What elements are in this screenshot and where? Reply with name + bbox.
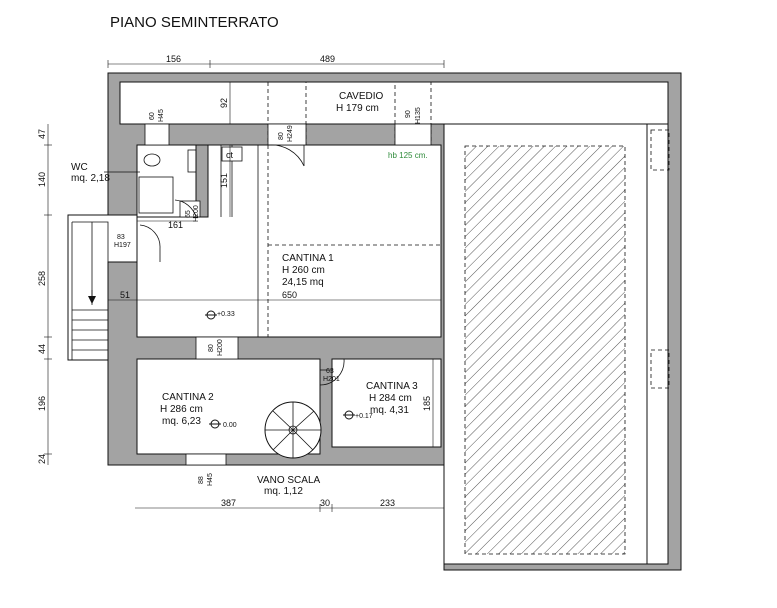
dim-bottom-a: 387 [221, 498, 236, 508]
door-1-arc [267, 144, 305, 167]
dim-bottom-c: 233 [380, 498, 395, 508]
ct-label: ct [226, 150, 234, 160]
wc-area: mq. 2,18 [71, 173, 110, 184]
wc-name: WC [71, 162, 88, 173]
hb-label: hb 125 cm. [388, 151, 428, 160]
dim-inner-151: 151 [219, 173, 229, 188]
cavedio-name: CAVEDIO [339, 91, 383, 102]
opening-d2h: H200 [193, 205, 200, 222]
level-marker-2 [209, 419, 221, 429]
window-3 [185, 453, 227, 466]
vano-scala-name: VANO SCALA [257, 475, 320, 486]
dim-left-c: 258 [37, 271, 47, 286]
right-gap [646, 123, 669, 565]
cantina3-name: CANTINA 3 [366, 381, 418, 392]
dim-top-b: 489 [320, 54, 335, 64]
level-label-3: +0.17 [355, 413, 373, 420]
cantina3-height: H 284 cm [369, 393, 412, 404]
level-marker-1 [205, 310, 217, 320]
opening-w3: 88 [198, 476, 205, 484]
cantina1-area: 24,15 mq [282, 277, 324, 288]
dim-top-a: 156 [166, 54, 181, 64]
dim-left-a: 47 [37, 129, 47, 139]
shower [138, 176, 174, 214]
cantina2-area: mq. 6,23 [162, 416, 201, 427]
cavedio-height: H 179 cm [336, 103, 379, 114]
opening-w2: 90 [405, 110, 412, 118]
opening-d1: 80 [278, 132, 285, 140]
dimension-lines [44, 60, 445, 512]
opening-w2h: H135 [415, 107, 422, 124]
opening-d5: 63 [326, 368, 334, 375]
dim-left-b: 140 [37, 172, 47, 187]
dim-inner-650: 650 [282, 290, 297, 300]
vano-scala-area: mq. 1,12 [264, 486, 303, 497]
dim-inner-161: 161 [168, 220, 183, 230]
opening-w3h: H45 [207, 473, 214, 486]
level-label-1: +0.33 [217, 311, 235, 318]
cavedio-room [119, 81, 669, 125]
opening-d2: 65 [185, 210, 192, 218]
stair-outline [72, 221, 138, 263]
stair-arc [139, 224, 161, 262]
cantina3-area: mq. 4,31 [370, 405, 409, 416]
door-1 [267, 123, 307, 146]
dim-inner-92: 92 [219, 98, 229, 108]
wc-wall [195, 144, 209, 218]
door-2 [195, 336, 239, 360]
cantina1-height: H 260 cm [282, 265, 325, 276]
dim-left-e: 196 [37, 396, 47, 411]
ct-box [221, 146, 243, 162]
opening-w1h: H45 [158, 109, 165, 122]
opening-d1h: H249 [287, 125, 294, 142]
dim-left-d: 44 [37, 344, 47, 354]
window-2 [394, 123, 432, 146]
wc-door-arc [174, 199, 197, 218]
stair-arrow-head [88, 296, 96, 304]
opening-d3: 83 [117, 234, 125, 241]
opening-w1: 60 [149, 112, 156, 120]
door-3-arc [319, 358, 345, 386]
toilet-icon [143, 153, 161, 167]
dim-inner-185: 185 [422, 396, 432, 411]
right-window-top [650, 129, 670, 171]
right-window-bottom [650, 349, 670, 389]
spiral-steps [265, 402, 321, 458]
dim-left-f: 24 [37, 454, 47, 464]
level-label-2: 0.00 [223, 422, 237, 429]
cantina1-name: CANTINA 1 [282, 253, 334, 264]
window-1 [144, 123, 170, 146]
opening-d4h: H200 [217, 339, 224, 356]
dim-bottom-b: 30 [320, 498, 330, 508]
cantina2-name: CANTINA 2 [162, 392, 214, 403]
level-marker-3 [343, 410, 355, 420]
hatched-zone [464, 145, 626, 555]
plan-title: PIANO SEMINTERRATO [110, 14, 279, 31]
opening-d4: 80 [208, 344, 215, 352]
opening-d3h: H197 [114, 242, 131, 249]
cantina2-height: H 286 cm [160, 404, 203, 415]
wc-door [179, 200, 201, 218]
dim-inner-51: 51 [120, 290, 130, 300]
cantina-3-room [331, 358, 442, 448]
opening-d5h: H201 [323, 376, 340, 383]
